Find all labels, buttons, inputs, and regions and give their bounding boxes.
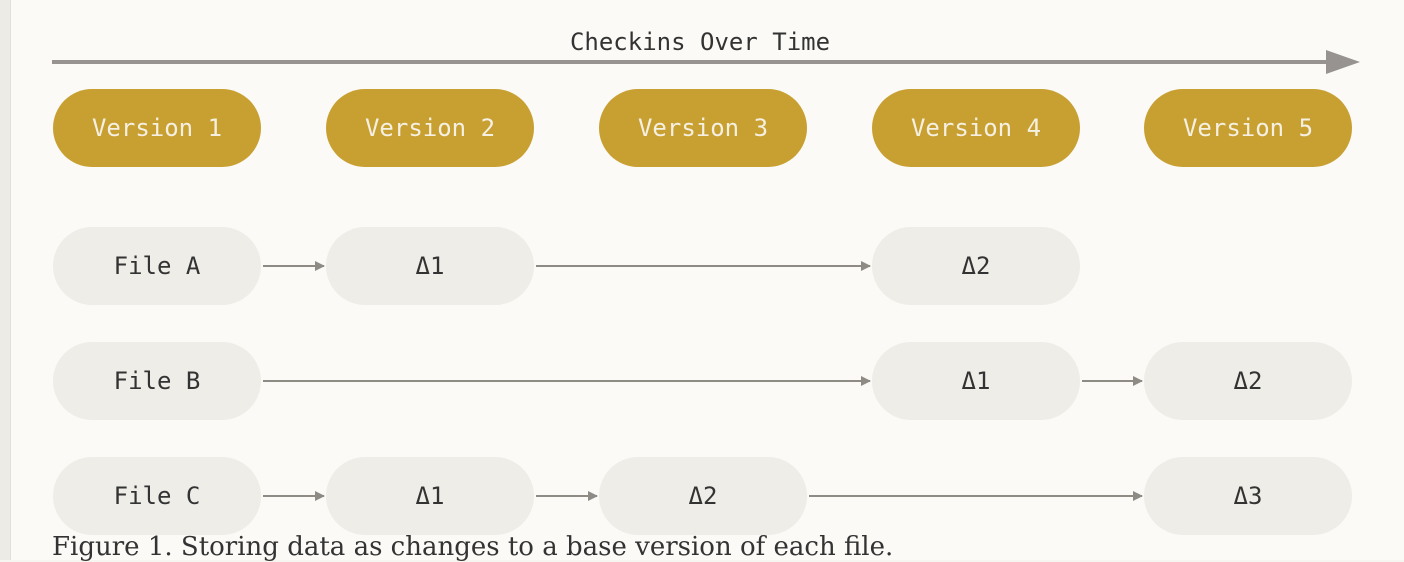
version-pill-2-shape: [326, 89, 534, 167]
file-c-delta-v5: Δ3: [1144, 457, 1352, 535]
version-pill-4-label: Version 4: [911, 114, 1041, 142]
version-pill-1-shape: [53, 89, 261, 167]
version-pill-3-shape: [599, 89, 807, 167]
timeline: Checkins Over Time: [52, 28, 1360, 74]
version-pill-5: Version 5: [1144, 89, 1352, 167]
version-pill-1: Version 1: [53, 89, 261, 167]
delta-arrows: [263, 261, 1143, 501]
file-a-delta-v4-label: Δ2: [962, 252, 991, 280]
file-b-label-label: File B: [114, 367, 201, 395]
version-pill-5-label: Version 5: [1183, 114, 1313, 142]
file-a-label-shape: [53, 227, 261, 305]
file-b-delta-v5: Δ2: [1144, 342, 1352, 420]
file-c-delta-v2-label: Δ1: [416, 482, 445, 510]
version-pill-3: Version 3: [599, 89, 807, 167]
version-pill-2-label: Version 2: [365, 114, 495, 142]
file-b-delta-v5-label: Δ2: [1234, 367, 1263, 395]
file-c-delta-v5-label: Δ3: [1234, 482, 1263, 510]
file-b-delta-v4: Δ1: [872, 342, 1080, 420]
file-a-delta-v2-shape: [326, 227, 534, 305]
file-a-delta-v2: Δ1: [326, 227, 534, 305]
file-b-label-shape: [53, 342, 261, 420]
file-a-delta-v4: Δ2: [872, 227, 1080, 305]
file-b-label: File B: [53, 342, 261, 420]
file-c-label-shape: [53, 457, 261, 535]
file-a-label-label: File A: [114, 252, 201, 280]
version-pill-4-shape: [872, 89, 1080, 167]
file-c-delta-v3-label: Δ2: [689, 482, 718, 510]
file-b-delta-v5-shape: [1144, 342, 1352, 420]
file-b-delta-v4-label: Δ1: [962, 367, 991, 395]
file-b-delta-v4-shape: [872, 342, 1080, 420]
version-pill-3-label: Version 3: [638, 114, 768, 142]
version-header-row: Version 1 Version 2 Version 3 Version 4 Vers…: [53, 89, 1352, 167]
file-c-delta-v3-shape: [599, 457, 807, 535]
file-c-label-label: File C: [114, 482, 201, 510]
file-a-delta-v4-shape: [872, 227, 1080, 305]
file-c-delta-v3: Δ2: [599, 457, 807, 535]
figure-caption: Figure 1. Storing data as changes to a b…: [52, 532, 894, 562]
file-c-delta-v2-shape: [326, 457, 534, 535]
file-a-delta-v2-label: Δ1: [416, 252, 445, 280]
version-pill-5-shape: [1144, 89, 1352, 167]
timeline-title: Checkins Over Time: [570, 28, 830, 56]
version-pill-4: Version 4: [872, 89, 1080, 167]
file-c-delta-v5-shape: [1144, 457, 1352, 535]
file-c-delta-v2: Δ1: [326, 457, 534, 535]
page-edge: [0, 0, 11, 560]
version-pill-1-label: Version 1: [92, 114, 222, 142]
file-a-label: File A: [53, 227, 261, 305]
file-c-label: File C: [53, 457, 261, 535]
timeline-arrowhead: [1326, 50, 1360, 74]
version-pill-2: Version 2: [326, 89, 534, 167]
